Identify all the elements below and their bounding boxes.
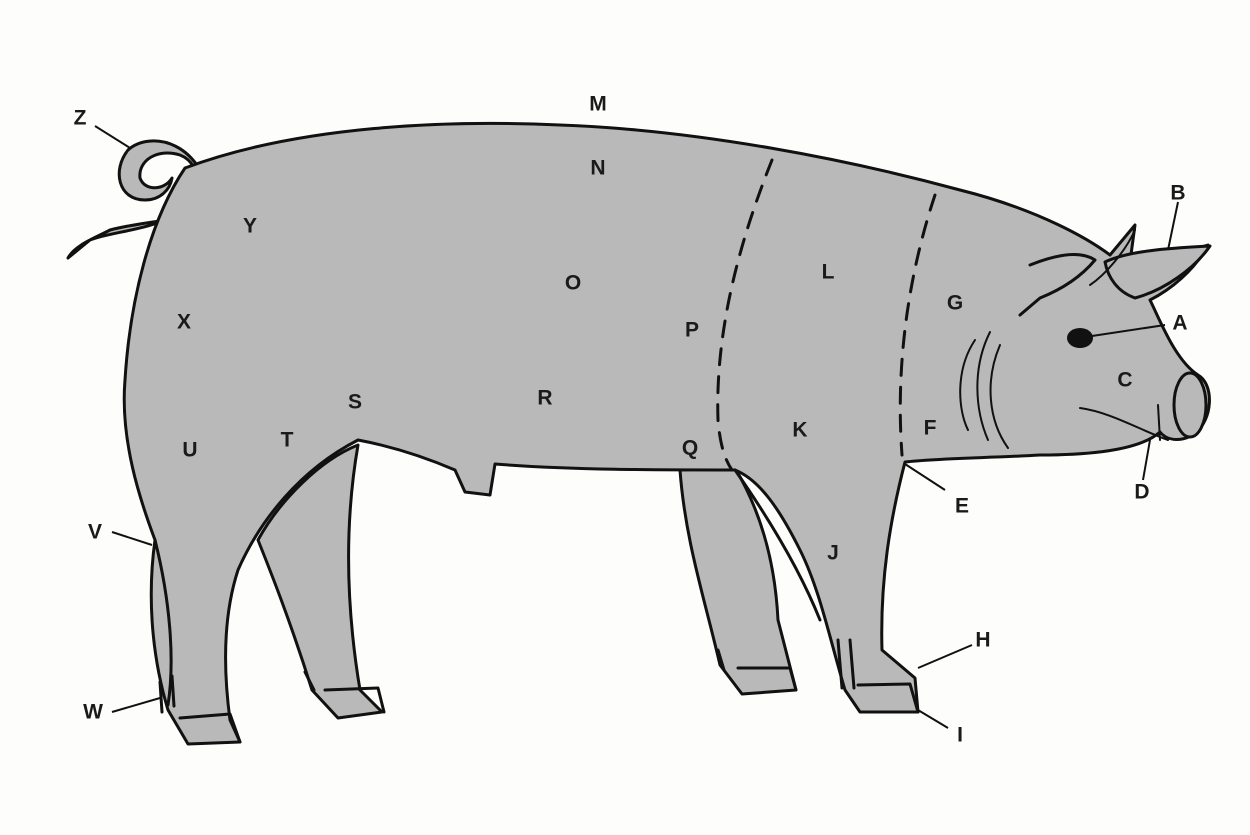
label-q: Q [682,437,698,460]
label-l: L [822,261,835,284]
leader-i [918,710,948,728]
leader-h [918,645,972,668]
label-r: R [537,387,552,410]
label-m: M [589,93,607,116]
label-p: P [685,319,699,342]
label-e: E [955,495,969,518]
leader-e [905,464,945,490]
label-o: O [565,272,581,295]
label-v: V [88,521,102,544]
eye [1067,328,1093,348]
label-t: T [281,429,294,452]
snout-disc [1174,373,1206,437]
label-y: Y [243,215,257,238]
label-u: U [182,439,197,462]
label-k: K [792,419,807,442]
label-f: F [924,417,937,440]
leader-b [1168,202,1178,250]
label-d: D [1134,481,1149,504]
pig-illustration [68,123,1210,744]
label-i: I [957,724,963,747]
leader-v [112,532,152,545]
label-z: Z [74,107,87,130]
label-n: N [590,157,605,180]
label-g: G [947,292,963,315]
leader-w [112,698,160,712]
label-a: A [1172,312,1187,335]
leader-d [1143,440,1150,480]
label-s: S [348,391,362,414]
label-h: H [975,629,990,652]
leader-z [95,126,130,148]
label-j: J [827,542,839,565]
label-c: C [1117,369,1132,392]
label-b: B [1170,182,1185,205]
label-x: X [177,311,191,334]
label-w: W [83,701,103,724]
